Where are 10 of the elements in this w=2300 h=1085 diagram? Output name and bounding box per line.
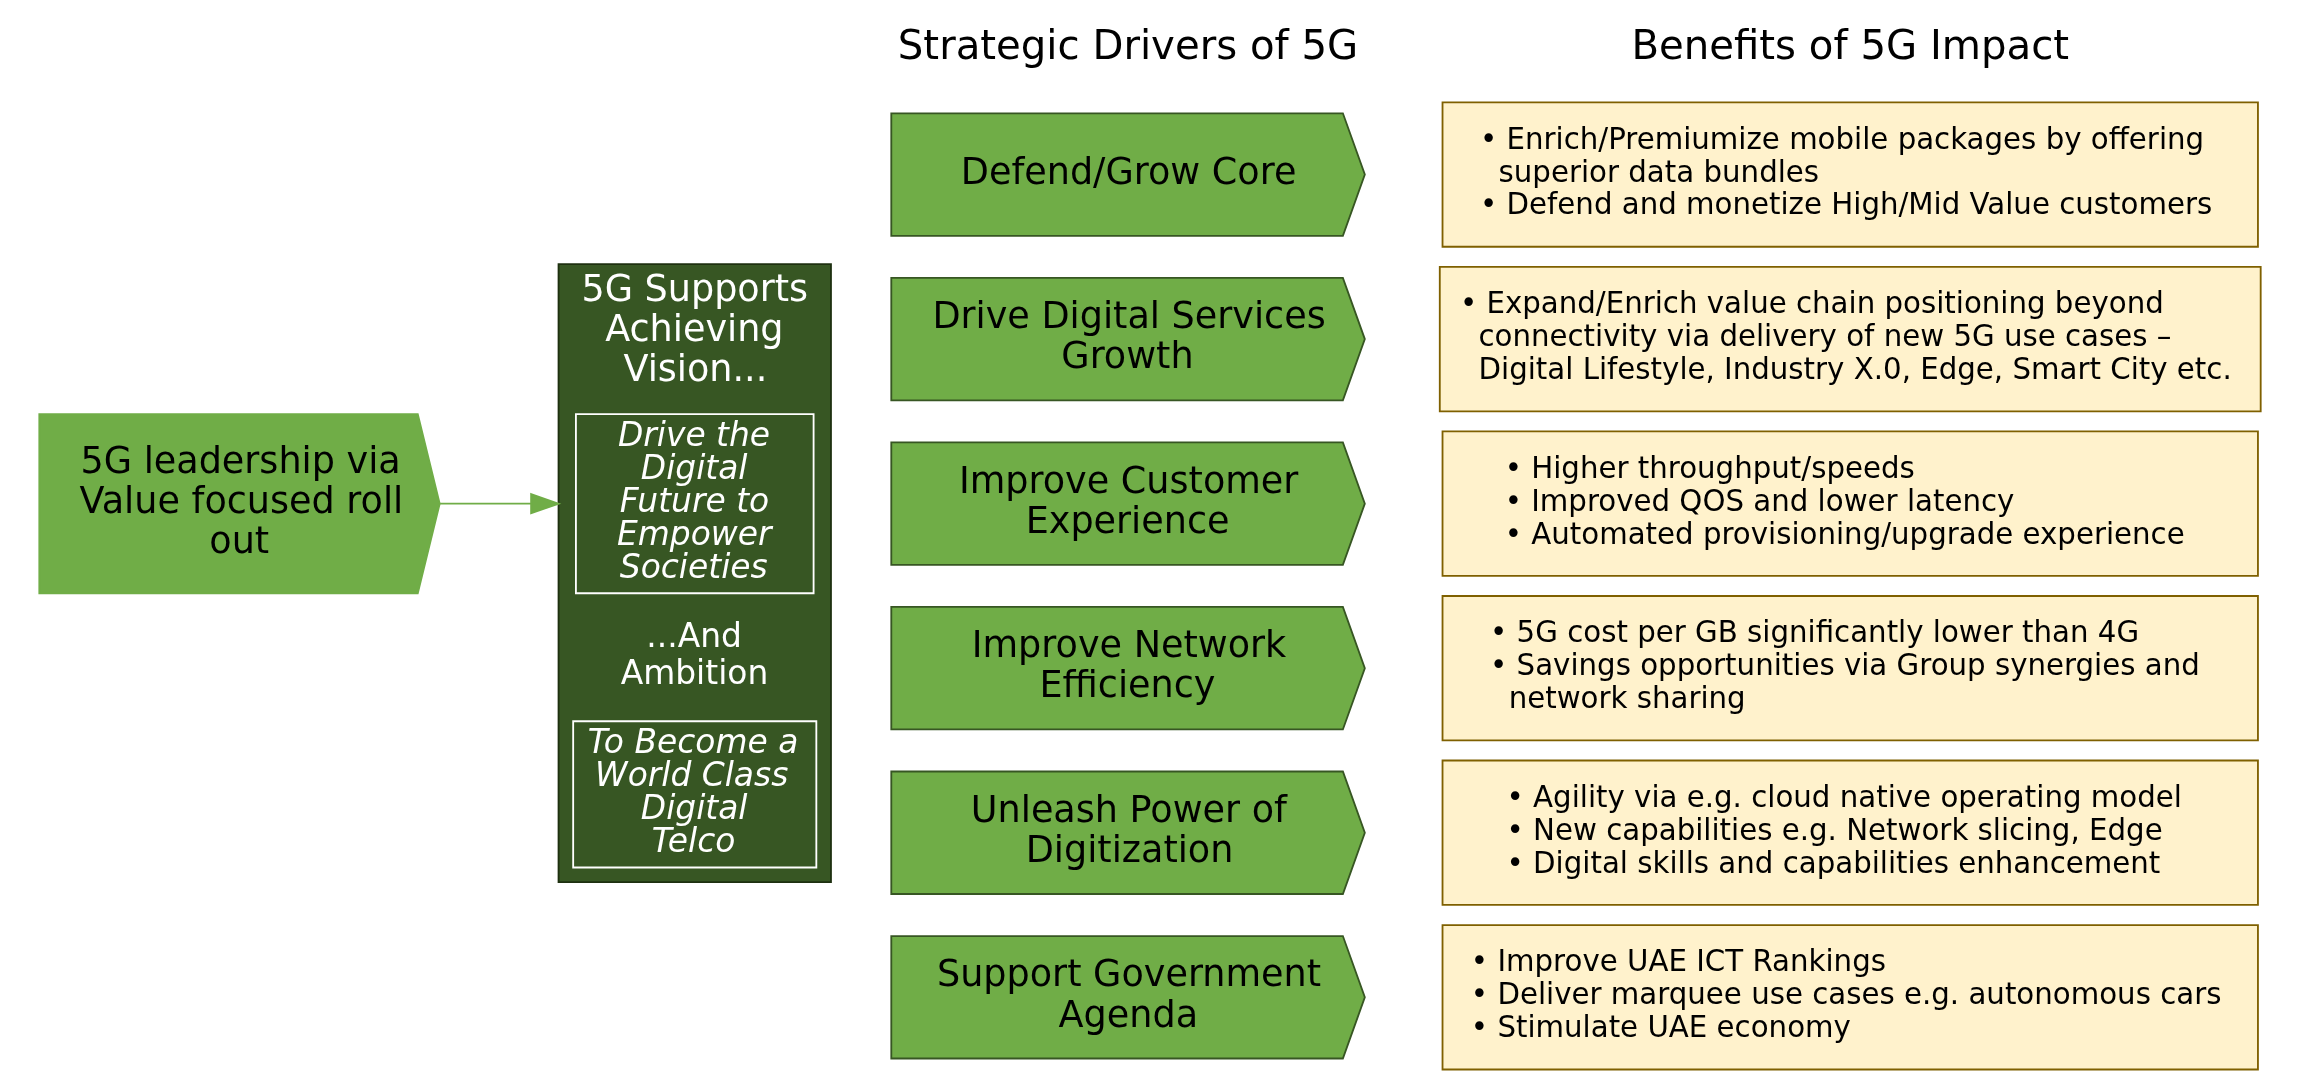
label: Benefits of 5G Impact	[1631, 21, 2070, 68]
node-box: • Agility via e.g. cloud native operating model • New capabilities e.g. Network slicing, Edge • Digital skills and capabilities enhancement	[1441, 759, 2259, 906]
node-box: • Higher throughput/speeds • Improved QOS and lower latency • Automated provisioning/upgrade experience	[1441, 430, 2259, 577]
node-box: • Enrich/Premiumize mobile packages by offering superior data bundles • Defend and monetize High/Mid Value customers	[1441, 101, 2259, 248]
node-box: • 5G cost per GB significantly lower than 4G • Savings opportunities via Group synergies and network sharing	[1441, 595, 2259, 742]
node-box: • Improve UAE ICT Rankings • Deliver marquee use cases e.g. autonomous cars • Stimulate UAE economy	[1441, 924, 2259, 1071]
label: Strategic Drivers of 5G	[897, 21, 1359, 68]
node-box: Drive the Digital Future to Empower Societies	[575, 413, 815, 595]
node-box: • Expand/Enrich value chain positioning beyond connectivity via delivery of new 5G use cases – Digital Lifestyle, Industry X.0, Edge, Smart City etc.	[1438, 265, 2262, 413]
node-box: To Become a World Class Digital Telco	[572, 720, 818, 869]
